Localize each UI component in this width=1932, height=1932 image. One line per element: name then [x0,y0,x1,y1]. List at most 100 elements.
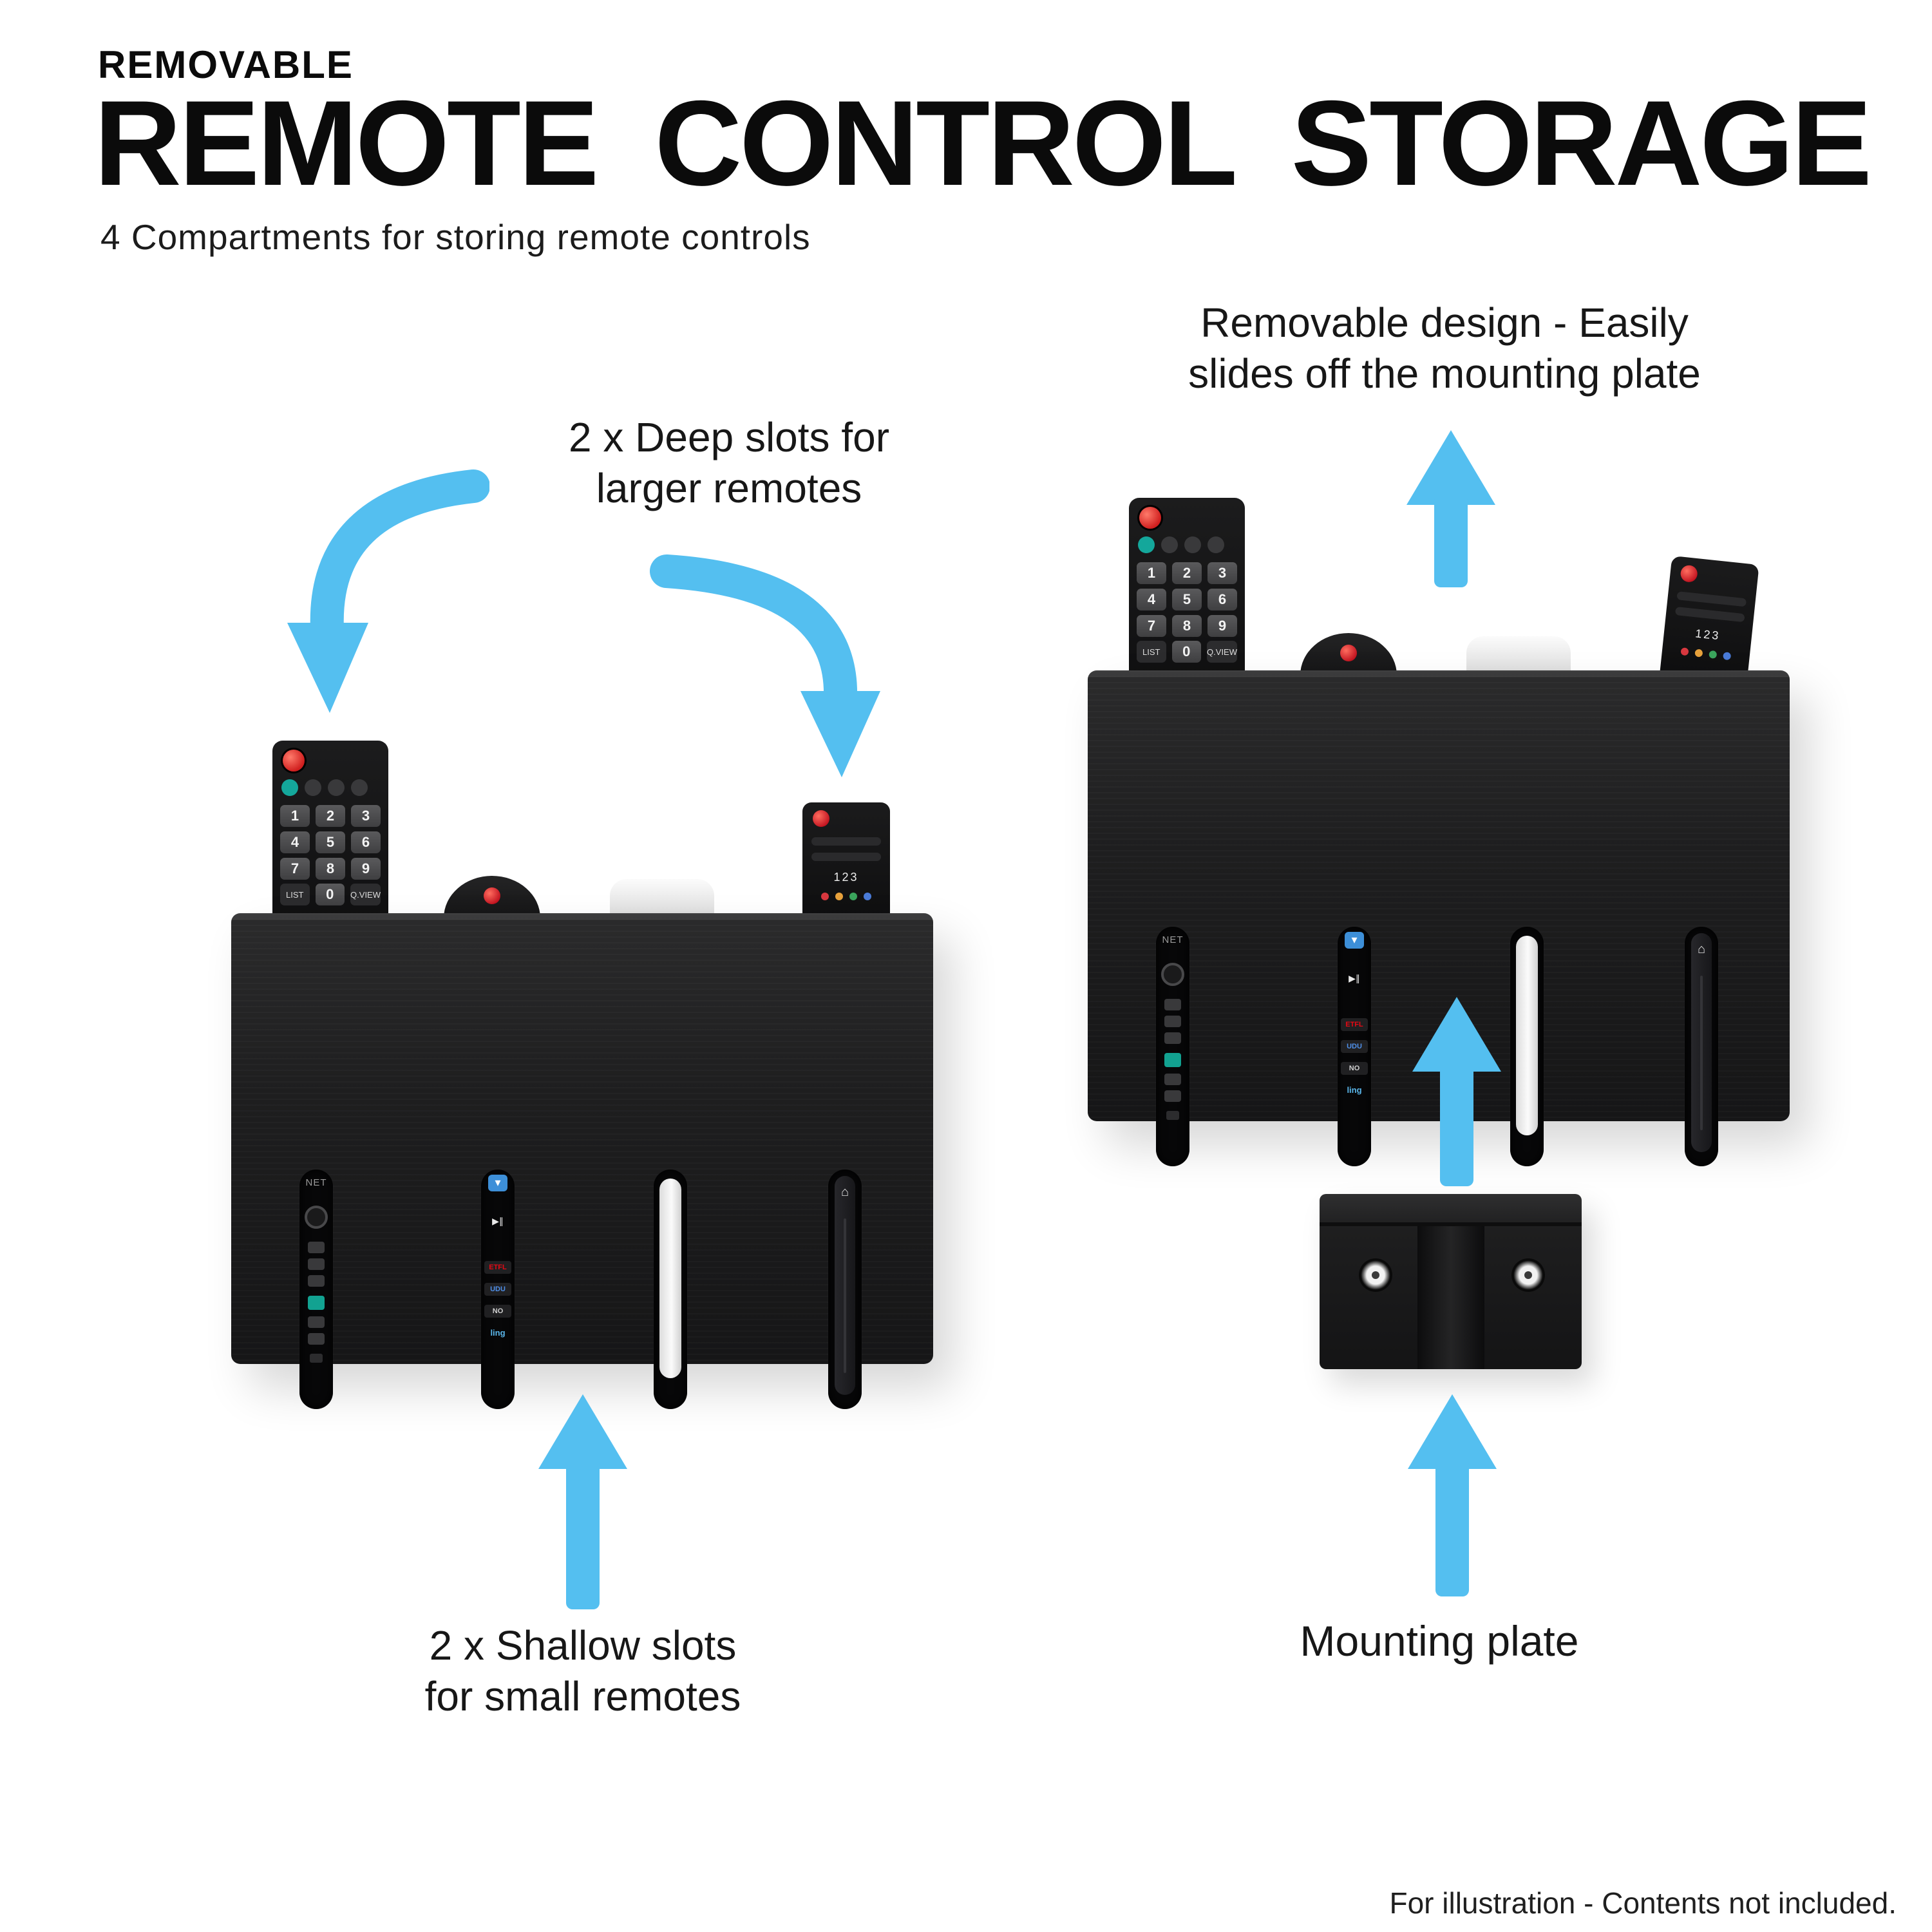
black-remote-sliver: ⌂ [835,1176,855,1395]
up-arrow-mounting-plate-icon [1404,1394,1501,1600]
mini-remote: 123 [802,802,890,926]
color-keys [821,893,871,900]
qview-key: Q.VIEW [1207,641,1237,663]
callout-line: for small remotes [424,1673,741,1720]
function-dot-icon [305,779,321,796]
keypad-key: 6 [1208,589,1237,611]
callout-line: 2 x Shallow slots [429,1622,737,1669]
list-key: LIST [280,884,310,905]
zero-key: 0 [315,884,345,905]
keypad-key: 7 [1137,615,1166,637]
keypad-key: 9 [351,858,381,880]
storage-slot-2: ▾ ▶∥ ETFL UDU NO ling [1338,927,1371,1166]
streaming-key: NO [484,1305,511,1318]
remote-keypad: 1 2 3 4 5 6 7 8 9 [1137,562,1237,637]
large-remote: 1 2 3 4 5 6 7 8 9 LIST 0 Q.VIEW [1129,498,1245,691]
color-key-icon [821,893,829,900]
storage-slot-3 [1510,927,1544,1166]
power-button-icon [1139,507,1161,529]
teal-key-icon [1164,1053,1181,1067]
mini-remote: 123 [1659,555,1759,688]
keypad-key: 7 [280,858,310,880]
color-key-icon [1709,650,1718,659]
remote-key [308,1333,325,1345]
callout-line: larger remotes [596,465,862,512]
remote-key [1164,1074,1181,1085]
callout-line: 2 x Deep slots for [569,414,889,460]
storage-box-front: NET ▾ ▶∥ ETFL UDU NO ling ⌂ [1088,670,1790,1166]
callout-removable-design: Removable design - Easily slides off the… [1119,298,1770,400]
remote-key [1164,1032,1181,1044]
storage-slot-1: NET [299,1170,333,1409]
remote-seam-line [1700,976,1703,1130]
remote-keypad: 1 2 3 4 5 6 7 8 9 [280,805,381,880]
play-pause-icon: ▶∥ [492,1216,504,1226]
storage-box-front: NET ▾ ▶∥ ETFL UDU NO ling ⌂ [231,913,933,1409]
remote-function-buttons [281,779,368,796]
mounting-plate-ridge [1320,1222,1582,1226]
callout-line: slides off the mounting plate [1188,350,1701,397]
storage-slot-3 [654,1170,687,1409]
home-icon: ⌂ [1697,942,1706,956]
page-title: REMOTE CONTROL STORAGE [94,75,1872,211]
large-remote: 1 2 3 4 5 6 7 8 9 LIST 0 Q.VIEW [272,741,388,934]
vudu-key: UDU [484,1283,511,1296]
remote-button-row [1674,606,1745,623]
color-key-icon [1723,652,1732,661]
function-dot-icon [1138,536,1155,553]
nav-ring-icon [1161,963,1184,986]
storage-slot-1: NET [1156,927,1189,1166]
power-button-icon [813,810,829,827]
remote-key [1164,1016,1181,1027]
color-key-icon [1694,649,1703,658]
function-dot-icon [1208,536,1224,553]
power-button-icon [283,750,305,772]
netflix-key: ETFL [484,1261,511,1274]
teal-key-icon [308,1296,325,1310]
zero-key: 0 [1171,641,1202,663]
sling-key: ling [490,1328,506,1338]
header-kicker: REMOVABLE [98,43,354,86]
numpad-label: 123 [1694,627,1721,643]
chevron-down-icon: ▾ [1345,932,1364,949]
function-dot-icon [328,779,345,796]
color-key-icon [835,893,843,900]
function-dot-icon [1161,536,1178,553]
disclaimer-note: For illustration - Contents not included… [1389,1886,1897,1920]
function-dot-icon [1184,536,1201,553]
callout-shallow-slots: 2 x Shallow slots for small remotes [357,1620,808,1723]
up-arrow-removable-icon [1403,430,1499,591]
color-key-icon [849,893,857,900]
remote-seam-line [844,1218,846,1373]
white-remote-sliver [1516,936,1538,1135]
nav-ring-icon [305,1206,328,1229]
netflix-key: ETFL [1341,1018,1368,1031]
remote-sliver-label: NET [1162,934,1184,945]
function-dot-icon [281,779,298,796]
home-icon: ⌂ [840,1185,849,1199]
callout-line: Removable design - Easily [1200,299,1689,346]
keypad-key: 1 [1137,562,1166,584]
color-key-icon [864,893,871,900]
up-arrow-slide-on-icon [1408,997,1505,1190]
storage-slot-4: ⌂ [828,1170,862,1409]
power-button-icon [1680,564,1698,583]
numpad-label: 123 [833,871,859,884]
mounting-plate-channel [1417,1226,1484,1369]
remote-key [308,1316,325,1328]
keypad-key: 4 [280,831,310,853]
remote-key [308,1275,325,1287]
keypad-key: 3 [351,805,381,827]
power-button-icon [484,887,500,904]
remote-button-row [1676,591,1747,607]
callout-deep-slots: 2 x Deep slots for larger remotes [491,412,967,515]
streaming-key: NO [1341,1062,1368,1075]
keypad-key: 4 [1137,589,1166,611]
keypad-key: 1 [280,805,310,827]
remote-key [308,1242,325,1253]
sling-key: ling [1347,1085,1362,1095]
remote-bottom-row: LIST 0 Q.VIEW [1137,641,1237,663]
black-remote-sliver: ⌂ [1691,933,1712,1152]
vudu-key: UDU [1341,1040,1368,1053]
remote-button-row [811,853,881,861]
